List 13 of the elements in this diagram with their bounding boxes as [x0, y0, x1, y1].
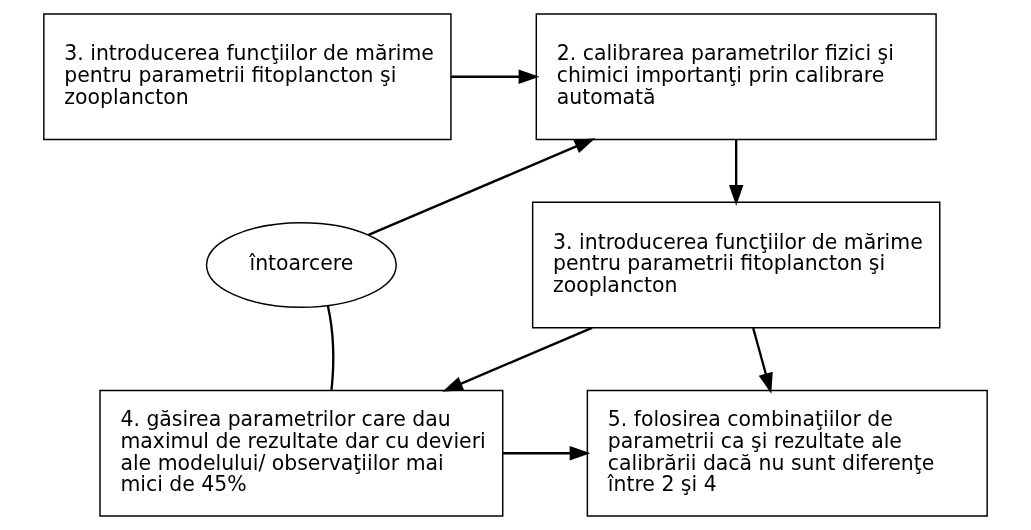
arrow: [752, 327, 773, 394]
node-ellipse: întoarcere: [205, 221, 397, 309]
arrow: [368, 138, 596, 236]
arrow: [728, 139, 744, 206]
connector: [326, 305, 335, 391]
node-box: 2. calibrarea parametrilor fizici şi chimici importanţi prin calibrare automată: [535, 13, 937, 141]
arrow: [451, 69, 540, 85]
arrow: [442, 326, 593, 392]
node-box: 3. introducerea funcţiilor de mărime pentru parametrii fitoplancton şi zooplancton: [531, 201, 941, 329]
arrow: [503, 445, 591, 461]
node-box: 3. introducerea funcţiilor de mărime pentru parametrii fitoplancton şi zooplancton: [43, 13, 452, 141]
node-box: 4. găsirea parametrilor care dau maximul de rezultate dar cu devieri ale modelului/ observaţiilor mai mici de 45%: [99, 389, 504, 517]
node-box: 5. folosirea combinaţiilor de parametrii ca şi rezultate ale calibrării dacă nu sunt diferenţe între 2 şi 4: [586, 389, 988, 517]
